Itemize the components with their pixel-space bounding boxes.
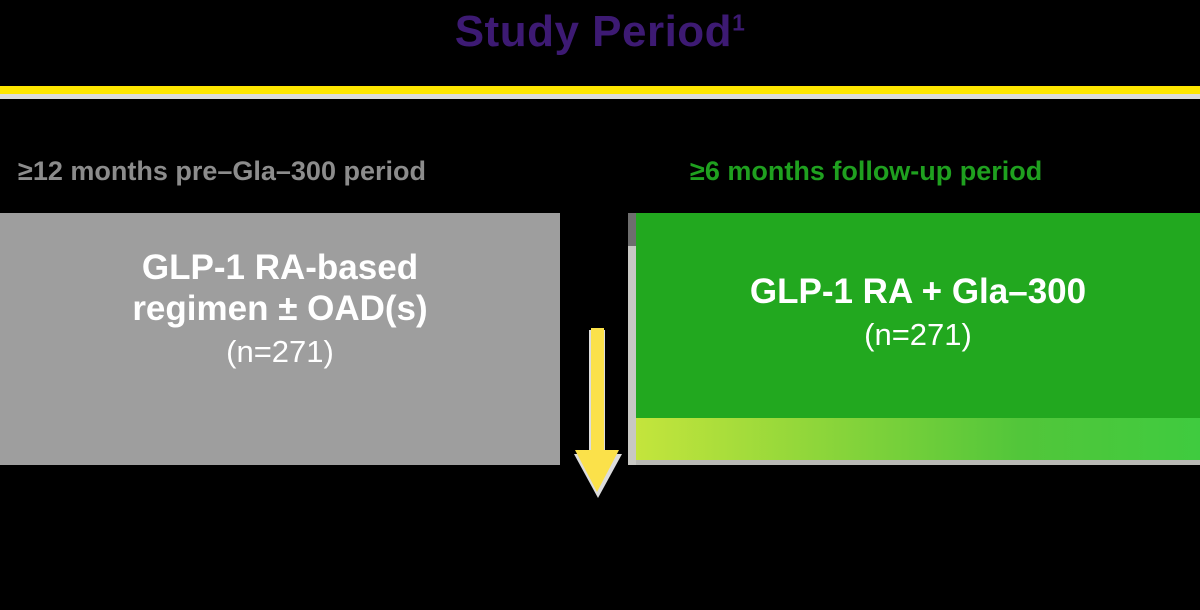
follow-up-sample-size: (n=271)	[864, 316, 972, 352]
follow-up-treatment: GLP-1 RA + Gla–300	[749, 272, 1087, 312]
follow-up-period-label: ≥6 months follow-up period	[690, 156, 1043, 186]
follow-up-box-left-edge	[628, 213, 636, 465]
transition-arrow-down-icon	[570, 328, 626, 503]
follow-up-gradient-band	[636, 418, 1200, 460]
pre-period-treatment: GLP-1 RA-based regimen ± OAD(s)	[132, 248, 428, 329]
page-title: Study Period1	[0, 7, 1200, 56]
pre-period-box: GLP-1 RA-based regimen ± OAD(s) (n=271)	[0, 213, 560, 465]
title-divider-shadow	[0, 94, 1200, 99]
follow-up-box-bottom-shadow	[636, 460, 1200, 465]
title-divider	[0, 86, 1200, 100]
arrow-head	[575, 450, 619, 492]
follow-up-box-body: GLP-1 RA + Gla–300 (n=271)	[636, 213, 1200, 418]
pre-period-sample-size: (n=271)	[226, 333, 334, 369]
page-title-text: Study Period	[454, 7, 733, 56]
pre-period-label: ≥12 months pre–Gla–300 period	[18, 156, 426, 186]
follow-up-box-left-edge-top	[628, 213, 636, 246]
title-footnote-marker: 1	[732, 9, 746, 36]
title-divider-bar	[0, 86, 1200, 94]
follow-up-period-box: GLP-1 RA + Gla–300 (n=271)	[628, 213, 1200, 465]
arrow-shaft	[591, 328, 604, 456]
